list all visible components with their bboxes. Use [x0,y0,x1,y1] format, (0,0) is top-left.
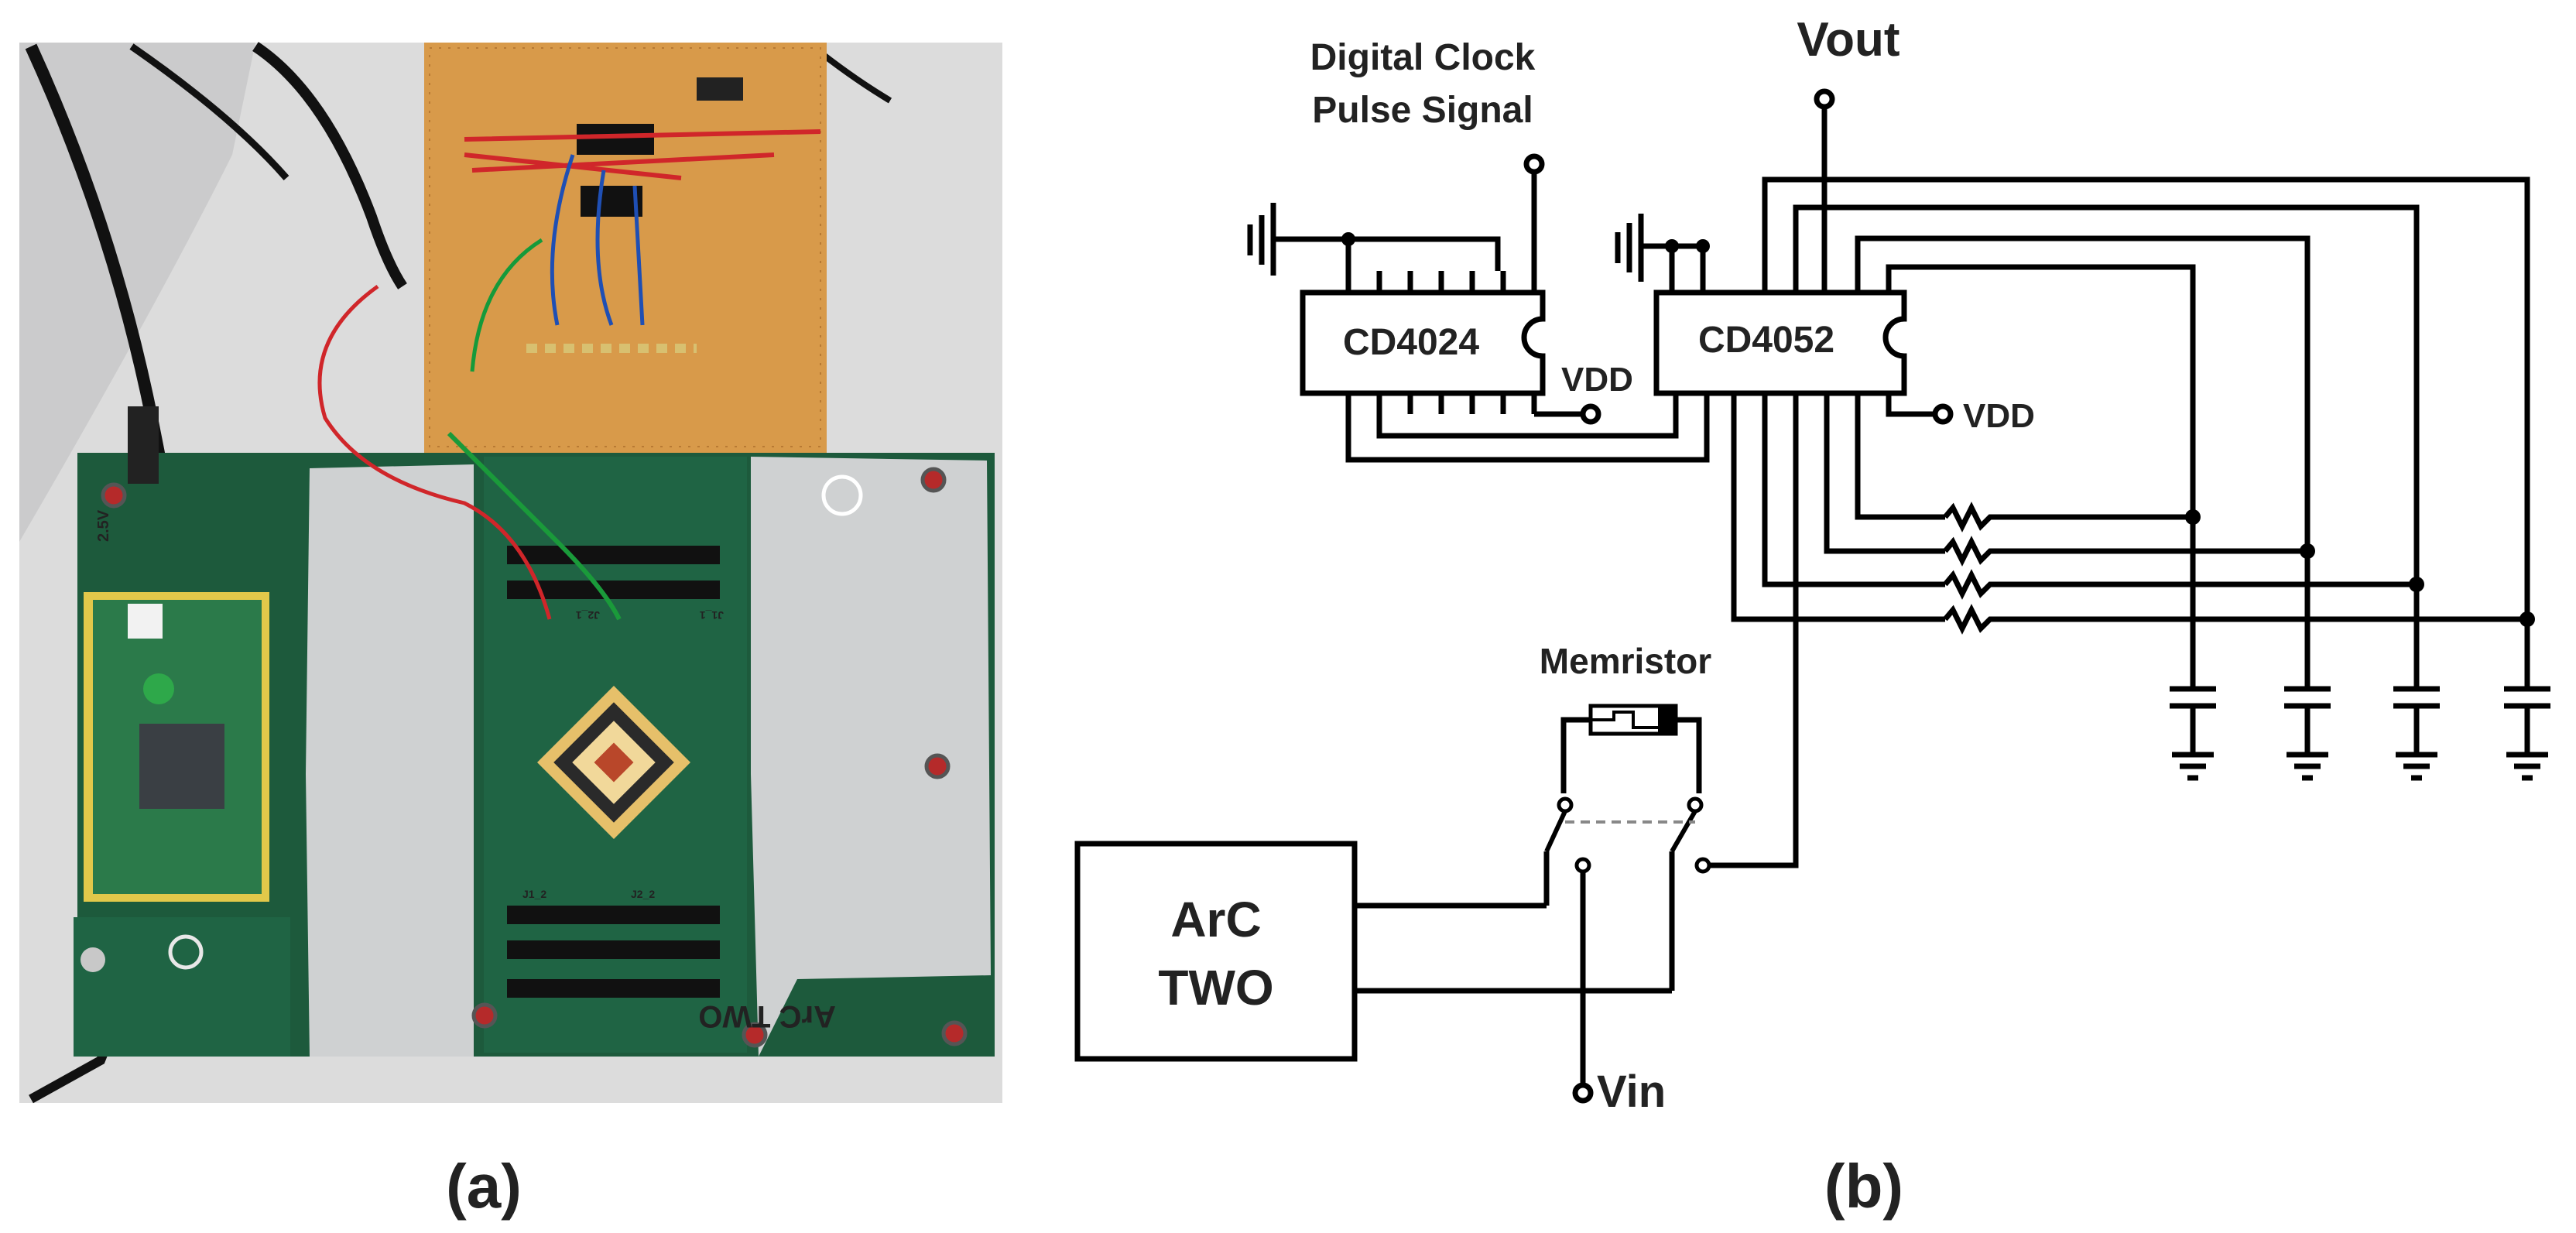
channel-wire-bottom-3 [1762,393,1945,587]
switch-blades [1544,810,1697,853]
cd4052-label: CD4052 [1698,320,1834,361]
switch-contact-out [1694,857,1711,874]
channel-wire-bottom-1 [1855,393,1945,520]
green-probe-wire [447,431,622,621]
perfboard-holes [429,47,821,447]
vdd-terminal-2 [1932,403,1954,425]
vdd-terminal-1 [1580,403,1601,425]
perfboard-red-wires [464,129,821,180]
header-label-j2-2: J2_2 [631,888,655,900]
switch-contact-mem-right [1687,796,1704,813]
header-row-bottom-3 [507,979,720,998]
node-dot-gnd-right-1 [1665,239,1679,253]
capacitor-2 [2284,551,2331,781]
perfboard-blue-wires [550,154,645,326]
perfboard [424,43,827,453]
mount-hole-5 [471,1002,498,1029]
capacitor-3 [2393,584,2440,781]
vin-terminal [1572,1082,1594,1104]
mount-hole-1 [101,482,127,509]
mount-hole-6 [742,1022,768,1048]
resistor-2 [1943,536,2307,567]
black-cable-3 [129,43,289,180]
memristor-symbol [1560,704,1702,793]
counter-to-mux-wire-1 [1345,393,1710,463]
channel-wire-top-2 [1793,204,2420,584]
small-board [74,917,290,1057]
small-board-logo [168,934,204,970]
channel-wire-bottom-2 [1824,393,1945,554]
switch-contact-mem-left [1557,796,1574,813]
perfboard-ic-2 [581,186,642,217]
channel-wire-top-1 [1762,176,2530,619]
pcb-voltage-label: 2.5V [95,509,112,542]
black-cable-2 [252,42,407,289]
panel-a-photo: 2.5V ArC TWO J2_1 J1_1 J1_2 J2_2 [19,42,1002,1104]
capacitor-1 [2170,517,2216,781]
usb-connector [128,406,159,484]
arc-two-label-line2: TWO [1158,960,1273,1016]
fpga-chip [139,724,224,809]
mount-hole-3 [924,753,951,779]
resistor-3 [1943,569,2417,600]
header-label-j2-1: J2_1 [576,609,600,622]
perfboard-connector [697,77,743,101]
small-board-cap [80,947,105,972]
cd4024-chip [1300,271,1546,414]
green-component [143,673,174,704]
mux-to-switch-wire [1709,393,1799,868]
aluminium-plate-left [306,464,474,1057]
cd4024-bottom-pins [1345,393,1537,414]
qr-label [128,604,163,639]
ground-symbol-left [1247,203,1351,276]
ground-symbol-right [1615,214,1706,293]
cd4024-top-left-wire [1348,236,1501,271]
aluminium-plate-right [751,457,991,1057]
resistor-4 [1943,604,2527,635]
vdd-label-2: VDD [1963,397,2035,435]
switch-contact-vin [1574,857,1591,874]
clock-label-line2: Pulse Signal [1312,90,1533,131]
caption-a: (a) [446,1152,522,1221]
header-label-j1-2: J1_2 [522,888,546,900]
vin-label: Vin [1597,1067,1666,1117]
header-row-top-1 [507,546,720,564]
cd4052-vdd-wire [1886,393,1935,417]
header-row-bottom-1 [507,906,720,924]
capacitor-4 [2504,619,2550,781]
arc-two-label-line1: ArC [1170,892,1261,947]
cd4024-label: CD4024 [1343,322,1479,363]
memristor-label: Memristor [1540,641,1711,681]
mount-hole-2 [920,467,947,493]
mount-hole-4 [941,1020,968,1046]
clock-label-line1: Digital Clock [1310,37,1536,78]
arc-logo [821,474,863,516]
pcb-logo-text: ArC TWO [698,999,836,1033]
clock-terminal [1523,153,1545,175]
header-label-j1-1: J1_1 [700,609,724,622]
red-probe-wire [317,284,552,620]
vout-label: Vout [1797,13,1899,67]
arc-two-box [1074,841,1358,1062]
resistor-1 [1943,502,2193,533]
vdd-label-1: VDD [1561,361,1633,399]
node-dot-gnd-right-2 [1696,239,1710,253]
vout-terminal [1814,88,1835,110]
channel-wire-bottom-4 [1731,393,1945,622]
cd4052-chip [1653,289,1907,396]
channel-wire-top-4 [1886,264,2196,517]
panel-b-schematic [1074,88,2550,1104]
channel-wire-top-3 [1855,235,2311,551]
counter-to-mux-wire-2 [1376,393,1679,439]
cd4024-top-pins [1345,271,1537,293]
perfboard-green-wire [470,238,543,372]
caption-b: (b) [1824,1152,1903,1221]
perfboard-ic-1 [577,124,654,155]
header-row-bottom-2 [507,940,720,959]
